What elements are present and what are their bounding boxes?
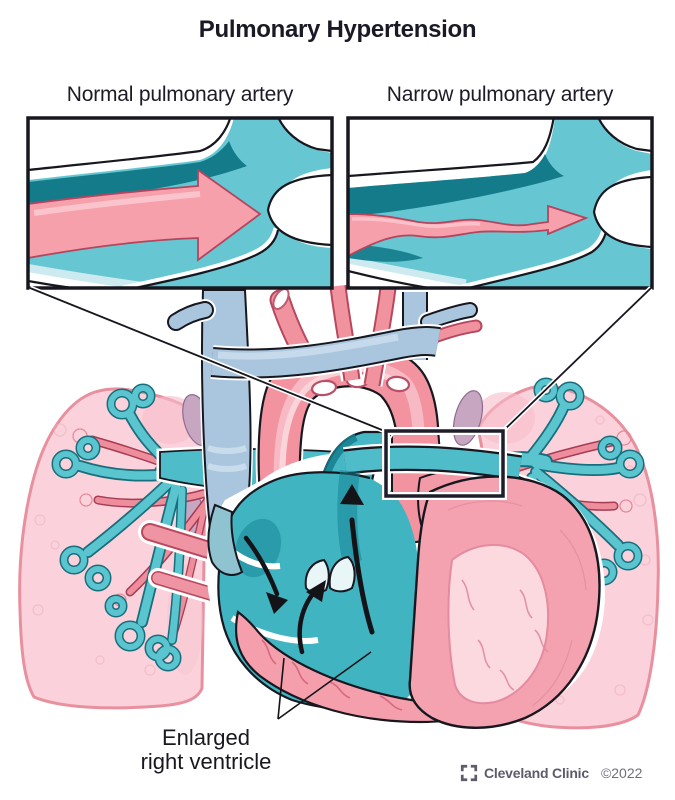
- callout-rectangle: [382, 427, 507, 500]
- wide-flow-arrow: [28, 168, 262, 262]
- inset-panel-normal: [26, 116, 334, 290]
- lung-texture: [32, 423, 156, 676]
- normal-panel-border: [26, 116, 334, 290]
- narrow-flow-arrow: [348, 204, 589, 258]
- annotation-line2: right ventricle: [140, 749, 272, 775]
- right-pulmonary-artery: [343, 443, 523, 483]
- left-lung-teal-vessels: [51, 383, 221, 672]
- normal-artery-drawing: [28, 118, 332, 288]
- label-normal-artery: Normal pulmonary artery: [66, 83, 294, 106]
- left-ventricle: [408, 475, 601, 729]
- enlarged-rv-annotation: Enlarged right ventricle: [110, 725, 302, 775]
- inset-panel-narrow: [346, 116, 654, 290]
- right-atrium: [207, 503, 244, 576]
- page-title: Pulmonary Hypertension: [198, 16, 477, 43]
- brachiocephalic-vein: [210, 292, 485, 381]
- brand-name: Cleveland Clinic: [484, 765, 589, 781]
- attribution: Cleveland Clinic ©2022: [460, 764, 642, 782]
- leader-lines: [277, 651, 372, 720]
- annotation-line1: Enlarged: [161, 725, 251, 750]
- connector-lines: [29, 285, 653, 435]
- flow-arrows: [243, 484, 375, 655]
- heart: [207, 470, 601, 729]
- cleveland-clinic-logo-icon: [460, 764, 478, 782]
- label-narrow-artery: Narrow pulmonary artery: [386, 83, 614, 106]
- blue-branch-stub: [165, 299, 216, 333]
- narrow-artery-drawing: [348, 118, 652, 288]
- copyright-text: ©2022: [600, 765, 643, 781]
- narrow-panel-border: [346, 116, 654, 290]
